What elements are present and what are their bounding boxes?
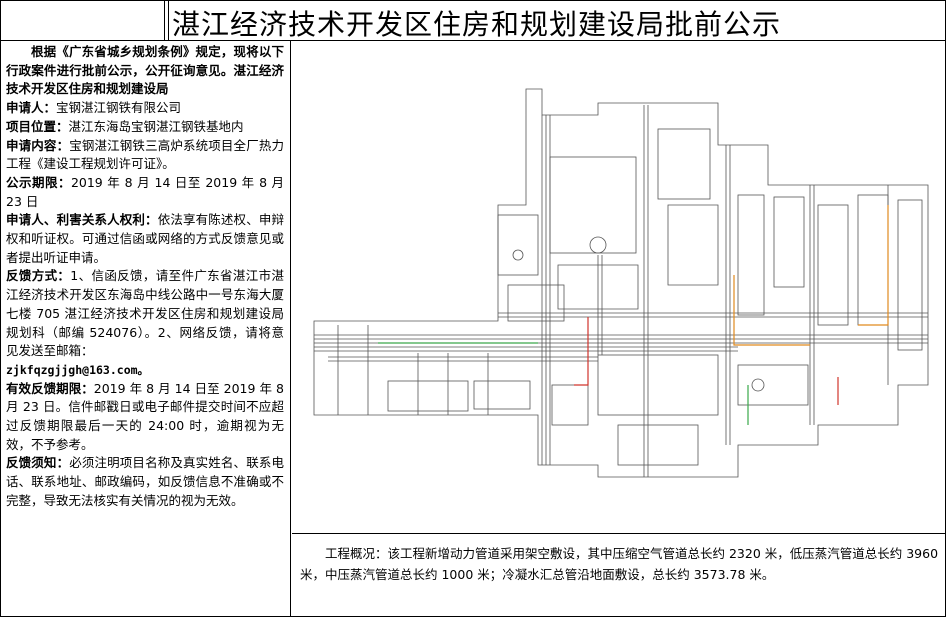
intro-text: 根据《广东省城乡规划条例》规定，现将以下行政案件进行批前公示，公开征询意见。湛江… [6,44,284,97]
period-value: 2019 年 8 月 14 日至 2019 年 8 月 23 日 [6,174,284,209]
valid-period-row: 有效反馈期限：2019 年 8 月 14 日至 2019 年 8 月 23 日。… [6,380,284,455]
title-bar: 湛江经济技术开发区住房和规划建设局批前公示 [0,0,946,41]
notes-value: 必须注明项目名称及真实姓名、联系电话、联系地址、邮政编码，如反馈信息不准确或不完… [6,455,284,508]
location-label: 项目位置： [6,118,69,134]
valid-period-value: 2019 年 8 月 14 日至 2019 年 8 月 23 日。信件邮戳日或电… [6,380,284,452]
rights-label: 申请人、利害关系人权利： [6,212,158,228]
content-value: 宝钢湛江钢铁三高炉系统项目全厂热力工程《建设工程规划许可证》。 [6,137,284,172]
notice-text-column: 根据《广东省城乡规划条例》规定，现将以下行政案件进行批前公示，公开征询意见。湛江… [0,41,291,616]
feedback-method-row: 反馈方式：1、信函反馈，请至件广东省湛江市湛江经济技术开发区东海岛中线公路中一号… [6,267,284,379]
applicant-label: 申请人： [6,100,57,116]
location-row: 项目位置：湛江东海岛宝钢湛江钢铁基地内 [6,118,284,137]
overview-divider [292,533,945,534]
feedback-email[interactable]: zjkfqzgjjgh@163.com。 [6,362,150,377]
page-title: 湛江经济技术开发区住房和规划建设局批前公示 [172,8,782,41]
plan-column: 工程概况：该工程新增动力管道采用架空敷设，其中压缩空气管道总长约 2320 米，… [292,41,945,616]
rights-value: 依法享有陈述权、申辩权和听证权。可通过信函或网络的方式反馈意见或者提出听证申请。 [6,212,284,265]
notes-row: 反馈须知：必须注明项目名称及真实姓名、联系电话、联系地址、邮政编码，如反馈信息不… [6,454,284,510]
applicant-value: 宝钢湛江钢铁有限公司 [56,100,182,116]
content-label: 申请内容： [6,137,70,153]
title-divider [168,0,169,40]
site-plan-drawing [313,88,929,478]
period-label: 公示期限： [6,174,71,190]
rights-row: 申请人、利害关系人权利：依法享有陈述权、申辩权和听证权。可通过信函或网络的方式反… [6,211,284,267]
content-row: 申请内容：宝钢湛江钢铁三高炉系统项目全厂热力工程《建设工程规划许可证》。 [6,137,284,174]
valid-period-label: 有效反馈期限： [6,380,94,396]
period-row: 公示期限：2019 年 8 月 14 日至 2019 年 8 月 23 日 [6,174,284,211]
feedback-method-value: 1、信函反馈，请至件广东省湛江市湛江经济技术开发区东海岛中线公路中一号东海大厦七… [6,268,284,359]
feedback-method-label: 反馈方式： [6,268,71,284]
notes-label: 反馈须知： [6,455,70,471]
title-divider [164,0,165,40]
project-overview: 工程概况：该工程新增动力管道采用架空敷设，其中压缩空气管道总长约 2320 米，… [300,546,939,582]
applicant-row: 申请人：宝钢湛江钢铁有限公司 [6,99,284,118]
location-value: 湛江东海岛宝钢湛江钢铁基地内 [68,118,244,134]
